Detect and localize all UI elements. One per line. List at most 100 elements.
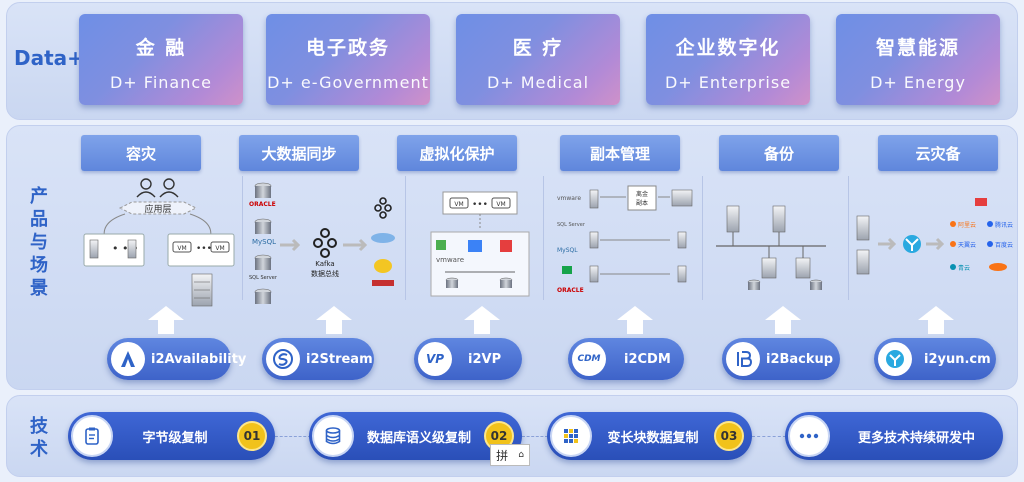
tech-connector xyxy=(275,436,311,437)
copy-center-label-2: 副本 xyxy=(636,199,648,207)
cloud-logo: 天翼云 xyxy=(958,242,976,249)
panel-divider xyxy=(848,176,849,300)
cloud-logo: 阿里云 xyxy=(958,221,976,229)
sector-enterprise[interactable]: 企业数字化 D+ Enterprise xyxy=(646,14,810,105)
cloud-logo: 百度云 xyxy=(995,241,1013,249)
product-label: i2VP xyxy=(468,351,502,367)
backup-diagram xyxy=(716,205,826,290)
panel-divider xyxy=(405,176,406,300)
sqlserver-logo: SQL Server xyxy=(249,275,278,281)
tab-bigdata-sync[interactable]: 大数据同步 xyxy=(239,135,359,171)
product-i2backup[interactable]: i2Backup xyxy=(722,338,840,380)
product-i2stream[interactable]: i2Stream xyxy=(262,338,374,380)
tech-connector xyxy=(522,436,548,437)
tech-label: 数据库语义级复制 xyxy=(366,430,471,446)
tab-disaster-recovery[interactable]: 容灾 xyxy=(81,135,201,171)
vm-label: VM xyxy=(177,245,186,252)
vmware-label: vmware xyxy=(436,256,464,264)
tech-label: 字节级复制 xyxy=(142,430,208,446)
mysql-logo: MySQL xyxy=(252,238,276,246)
kafka-label: Kafka xyxy=(315,260,334,268)
i2stream-logo-icon xyxy=(266,342,300,376)
vm-label: VM xyxy=(496,201,505,208)
cloud-logo: 青云 xyxy=(958,264,970,272)
sector-en: D+ Enterprise xyxy=(664,73,792,92)
tech-byte-level-replication[interactable]: 字节级复制 01 xyxy=(68,412,275,460)
i2availability-logo-icon xyxy=(111,342,145,376)
svg-text:•••: ••• xyxy=(196,244,212,254)
i2backup-logo-icon xyxy=(726,342,760,376)
up-arrow-icon xyxy=(464,306,500,334)
up-arrow-icon xyxy=(617,306,653,334)
dr-diagram: 应用层 • • • VM ••• VM xyxy=(83,178,235,307)
copy-management-diagram: vmware 离金 副本 SQL Server MySQL ORACLE xyxy=(557,185,693,294)
product-scenario-label: 产 品 与 场 景 xyxy=(30,186,48,299)
sector-energy[interactable]: 智慧能源 D+ Energy xyxy=(836,14,1000,105)
more-dots-icon xyxy=(788,415,830,457)
sector-egovernment[interactable]: 电子政务 D+ e-Government xyxy=(266,14,430,105)
sector-en: D+ Finance xyxy=(109,73,213,92)
ime-indicator[interactable]: 拼 ⌂ xyxy=(490,444,530,466)
tab-backup[interactable]: 备份 xyxy=(719,135,839,171)
sector-medical[interactable]: 医 疗 D+ Medical xyxy=(456,14,620,105)
sector-finance[interactable]: 金 融 D+ Finance xyxy=(79,14,243,105)
tech-number-badge: 03 xyxy=(714,421,744,451)
sector-en: D+ Energy xyxy=(870,73,966,92)
panel-divider xyxy=(242,176,243,300)
tech-more-in-development[interactable]: 更多技术持续研发中 xyxy=(785,412,1003,460)
product-label: i2Backup xyxy=(766,351,834,367)
cloud-dr-diagram: 阿里云 腾讯云 天翼云 百度云 青云 xyxy=(856,198,1013,275)
up-arrow-icon xyxy=(316,306,352,334)
database-icon xyxy=(312,415,354,457)
tech-label: 技 术 xyxy=(30,416,48,460)
sector-cn: 企业数字化 xyxy=(675,37,781,59)
tech-variable-block-replication[interactable]: 变长块数据复制 03 xyxy=(547,412,752,460)
panel-divider xyxy=(543,176,544,300)
clipboard-icon xyxy=(71,415,113,457)
product-i2vp[interactable]: VP i2VP xyxy=(414,338,522,380)
virtualization-diagram: VM ••• VM vmware xyxy=(430,191,530,297)
ime-toggle-icon: ⌂ xyxy=(518,450,524,460)
sector-cn: 医 疗 xyxy=(512,37,564,59)
sector-cn: 电子政务 xyxy=(305,37,390,59)
sql-small-label: SQL Server xyxy=(557,222,586,228)
i2yun-logo-icon xyxy=(878,342,912,376)
tech-label: 更多技术持续研发中 xyxy=(857,430,975,446)
bigdata-diagram: ORACLE MySQL SQL Server Kafka 数据总线 xyxy=(249,182,395,304)
i2cdm-logo-icon: CDM xyxy=(572,342,606,376)
tech-label: 变长块数据复制 xyxy=(607,430,699,446)
kafka-logo xyxy=(313,228,337,258)
product-label: i2Stream xyxy=(306,351,373,367)
cloud-logo: 腾讯云 xyxy=(995,221,1013,229)
tab-cloud-dr[interactable]: 云灾备 xyxy=(878,135,998,171)
mysql-small-label: MySQL xyxy=(557,247,578,254)
tech-db-semantic-replication[interactable]: 数据库语义级复制 02 xyxy=(309,412,522,460)
up-arrow-icon xyxy=(765,306,801,334)
sector-en: D+ Medical xyxy=(486,73,590,92)
up-arrow-icon xyxy=(918,306,954,334)
product-label: i2Availability xyxy=(151,351,247,367)
product-i2cdm[interactable]: CDM i2CDM xyxy=(568,338,684,380)
data-bus-label: 数据总线 xyxy=(311,269,339,278)
tech-number-badge: 01 xyxy=(237,421,267,451)
product-i2yun[interactable]: i2yun.cm xyxy=(874,338,996,380)
oracle-small-label: ORACLE xyxy=(557,287,584,294)
sector-en: D+ e-Government xyxy=(267,73,429,92)
grid-icon xyxy=(550,415,592,457)
kafka-logo-small xyxy=(374,197,392,219)
vm-label: VM xyxy=(454,201,463,208)
product-label: i2CDM xyxy=(624,351,671,367)
vm-label: VM xyxy=(215,245,224,252)
up-arrow-icon xyxy=(148,306,184,334)
tab-virtualization-protection[interactable]: 虚拟化保护 xyxy=(397,135,517,171)
sector-cn: 智慧能源 xyxy=(875,37,960,59)
copy-center-label: 离金 xyxy=(636,190,648,198)
data-plus-label: Data+ xyxy=(14,46,84,70)
sector-cn: 金 融 xyxy=(135,37,187,59)
panel-divider xyxy=(702,176,703,300)
app-layer-label: 应用层 xyxy=(144,203,171,215)
product-label: i2yun.cm xyxy=(924,351,991,367)
ime-glyph: 拼 xyxy=(496,448,509,463)
tab-copy-management[interactable]: 副本管理 xyxy=(560,135,680,171)
product-i2availability[interactable]: i2Availability xyxy=(107,338,246,380)
